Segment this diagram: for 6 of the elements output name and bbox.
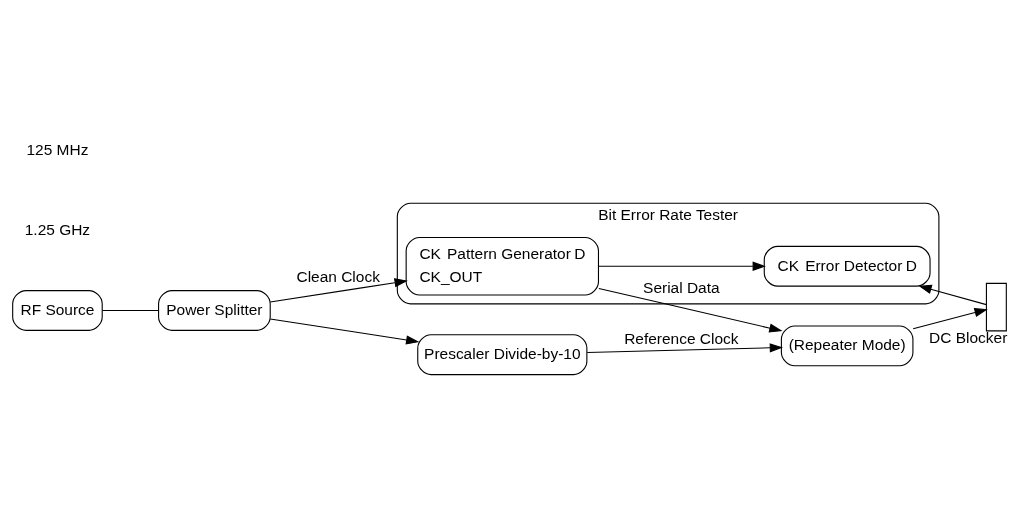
label: 125 MHz [26,141,89,159]
label: 1.25 GHz [24,220,91,238]
edge-label: Clean Clock [296,267,380,285]
node-label: DC Blocker [929,329,1008,347]
edge-label: Reference Clock [624,329,739,347]
edge-label: Serial Data [643,279,720,297]
